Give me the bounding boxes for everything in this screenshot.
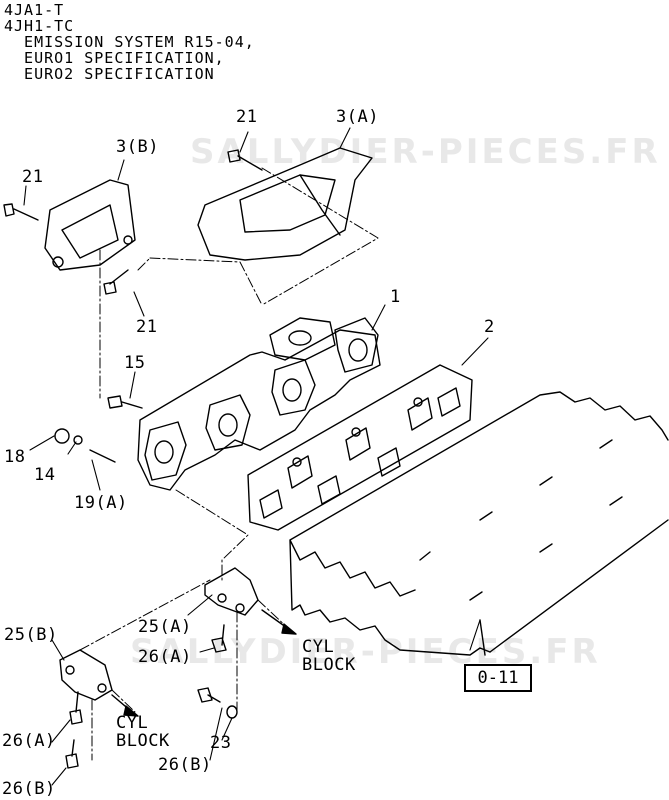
callout-1: 1 [390,287,401,307]
header-model-2: 4JH1-TC [4,17,75,35]
gasket-shape [247,364,473,531]
note-block-left: BLOCK [116,731,170,751]
bracket-25b-shape [59,649,113,701]
callout-21-left: 21 [22,167,44,187]
assembly-lines [79,167,379,761]
callout-14: 14 [34,465,56,485]
washer-14-shape [73,435,83,445]
callout-15: 15 [124,353,146,373]
callout-3b: 3(B) [116,137,159,157]
note-cyl-right: CYL [302,637,335,657]
header-spec-3: EURO2 SPECIFICATION [4,65,215,83]
exhaust-manifold-shape [137,317,381,491]
washer-23-shape [226,705,238,719]
callout-26b-bottom: 26(B) [158,755,212,775]
callout-21-mid: 21 [136,317,158,337]
callout-23: 23 [210,733,232,753]
bracket-25a-shape [204,567,259,616]
callout-26b-left: 26(B) [2,779,56,799]
leader-lines [23,127,489,786]
callout-25b: 25(B) [4,625,58,645]
header-spec-2: EURO1 SPECIFICATION, [4,49,225,67]
callout-26a-mid: 26(A) [138,647,192,667]
note-block-right: BLOCK [302,655,356,675]
header-spec-1: EMISSION SYSTEM R15-04, [4,33,255,51]
arrow-to-cyl-block-left [111,694,139,717]
callout-18: 18 [4,447,26,467]
heat-shield-a-shape [197,147,373,261]
heat-shield-b-shape [44,179,136,271]
callout-19a: 19(A) [74,493,128,513]
reference-box[interactable]: 0-11 [464,664,532,692]
callout-25a: 25(A) [138,617,192,637]
callout-21-top: 21 [236,107,258,127]
bolts [3,149,263,769]
callout-26a-left: 26(A) [2,731,56,751]
cylinder-block-shape [289,391,669,656]
watermark-top: SALLYDIER-PIECES.FR [190,132,661,172]
callout-2: 2 [484,317,495,337]
header-model-1: 4JA1-T [4,1,65,19]
nut-18-shape [54,428,70,444]
note-cyl-left: CYL [116,713,149,733]
arrow-to-cyl-block-right [261,609,297,635]
callout-3a: 3(A) [336,107,379,127]
